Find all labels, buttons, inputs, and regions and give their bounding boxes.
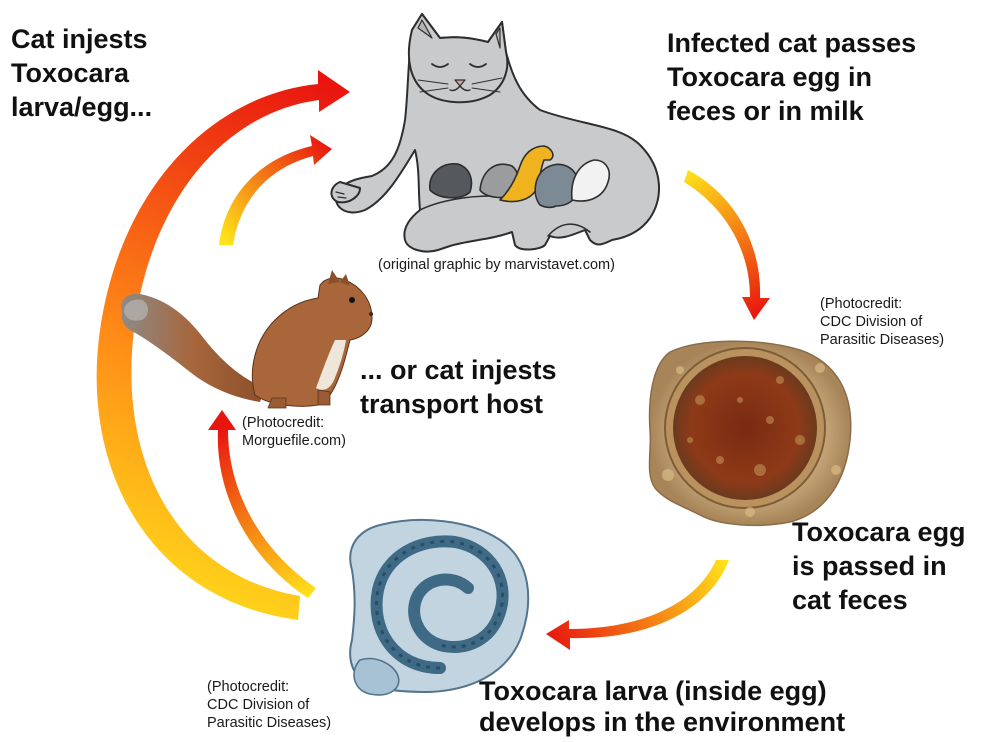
credit-line: CDC Division of <box>207 696 331 714</box>
credit-line: (original graphic by marvistavet.com) <box>378 256 615 274</box>
squirrel-photo <box>121 270 373 408</box>
label-line: Toxocara <box>11 56 152 90</box>
label-line: cat feces <box>792 583 966 617</box>
credit-line: CDC Division of <box>820 313 944 331</box>
larva-photo-credit: (Photocredit: CDC Division of Parasitic … <box>207 678 331 732</box>
egg-passed-label: Toxocara egg is passed in cat feces <box>792 515 966 617</box>
squirrel-photo-credit: (Photocredit: Morguefile.com) <box>242 414 346 450</box>
label-line: develops in the environment <box>479 707 845 738</box>
egg-photo-credit: (Photocredit: CDC Division of Parasitic … <box>820 295 944 349</box>
label-line: larva/egg... <box>11 90 152 124</box>
toxocara-egg-photo <box>649 341 850 525</box>
label-line: Toxocara egg <box>792 515 966 549</box>
label-line: Cat injests <box>11 22 152 56</box>
cat-to-egg-arrow-icon <box>684 170 770 320</box>
egg-to-larva-arrow-icon <box>546 560 729 650</box>
label-line: Infected cat passes <box>667 26 916 60</box>
cat-ingests-label: Cat injests Toxocara larva/egg... <box>11 22 152 124</box>
infected-cat-label: Infected cat passes Toxocara egg in fece… <box>667 26 916 128</box>
squirrel-to-cat-arrow-icon <box>219 135 332 245</box>
label-line: transport host <box>360 387 557 421</box>
transport-host-label: ... or cat injests transport host <box>360 353 557 421</box>
label-line: Toxocara egg in <box>667 60 916 94</box>
credit-line: Parasitic Diseases) <box>820 331 944 349</box>
cat-graphic-credit: (original graphic by marvistavet.com) <box>378 256 615 274</box>
larva-develops-label: Toxocara larva (inside egg) develops in … <box>479 676 845 738</box>
label-line: ... or cat injests <box>360 353 557 387</box>
label-line: is passed in <box>792 549 966 583</box>
cat-illustration <box>331 14 659 252</box>
credit-line: Morguefile.com) <box>242 432 346 450</box>
credit-line: (Photocredit: <box>820 295 944 313</box>
label-line: Toxocara larva (inside egg) <box>479 676 845 707</box>
toxocara-larva-photo <box>350 520 528 695</box>
credit-line: Parasitic Diseases) <box>207 714 331 732</box>
label-line: feces or in milk <box>667 94 916 128</box>
credit-line: (Photocredit: <box>207 678 331 696</box>
credit-line: (Photocredit: <box>242 414 346 432</box>
